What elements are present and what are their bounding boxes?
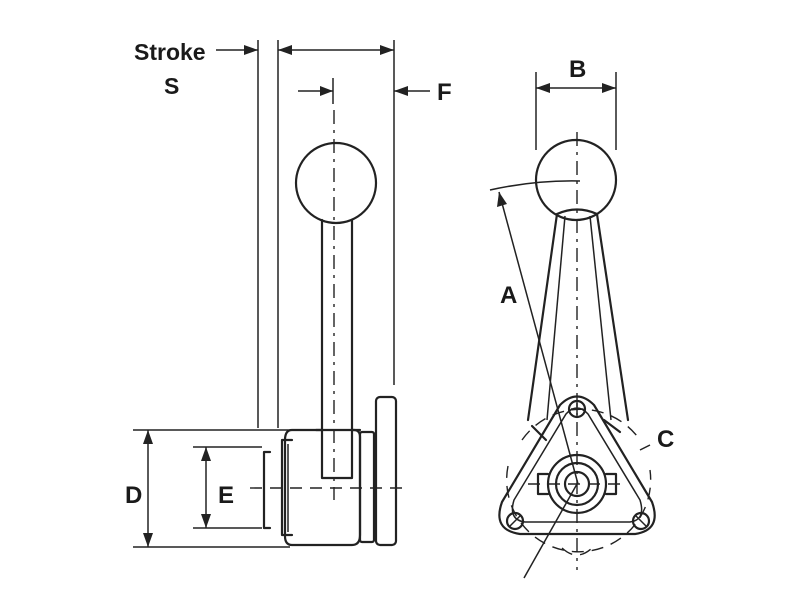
stroke-leader-arrow	[244, 45, 258, 55]
front-swing-arc-top	[521, 408, 641, 441]
label-e: E	[218, 482, 234, 509]
e-arrow-bottom	[201, 514, 211, 528]
side-hub-ring	[358, 430, 376, 544]
top-dimension-arrow-left	[278, 45, 292, 55]
side-ball	[294, 141, 378, 225]
label-f: F	[437, 79, 452, 106]
front-arm-pin	[530, 418, 622, 442]
b-arrow-left	[536, 83, 550, 93]
label-d: D	[125, 482, 142, 509]
label-a: A	[500, 282, 517, 309]
front-mounting-plate	[498, 395, 656, 536]
top-dimension-arrow-right	[380, 45, 394, 55]
a-lower-leader	[523, 483, 578, 579]
front-screw-top	[567, 399, 587, 419]
a-dimension-line	[498, 191, 579, 485]
side-mounting-flange	[374, 395, 398, 547]
f-leader-arrow	[394, 86, 408, 96]
front-arm-inner-right	[589, 215, 612, 421]
front-swing-arc	[505, 465, 652, 553]
side-view	[133, 40, 430, 548]
e-arrow-top	[201, 447, 211, 461]
c-leader	[639, 444, 651, 451]
front-screw-right	[631, 511, 651, 531]
front-screw-right-slot	[635, 515, 647, 527]
front-arm-left-edge	[526, 212, 559, 422]
label-stroke: Stroke	[134, 39, 206, 65]
label-b: B	[569, 56, 586, 83]
a-arrow-top	[497, 192, 507, 207]
front-ball	[534, 138, 618, 222]
front-view	[489, 72, 656, 579]
side-arm	[320, 218, 354, 480]
a-arc	[489, 180, 581, 191]
b-arrow-right	[602, 83, 616, 93]
d-arrow-top	[143, 430, 153, 444]
side-clip	[262, 450, 272, 530]
label-c: C	[657, 426, 674, 453]
label-s: S	[164, 73, 179, 99]
d-arrow-bottom	[143, 533, 153, 547]
center-offset-arrow	[320, 86, 333, 96]
front-screw-left-slot	[509, 515, 521, 527]
front-arm-inner-left	[546, 215, 566, 421]
front-arm-top-joint	[555, 208, 599, 216]
front-bottom-bump	[561, 547, 593, 556]
front-arm-right-edge	[595, 212, 630, 422]
dimension-labels: Stroke S F B A C D E	[125, 39, 674, 509]
front-screw-left	[505, 511, 525, 531]
